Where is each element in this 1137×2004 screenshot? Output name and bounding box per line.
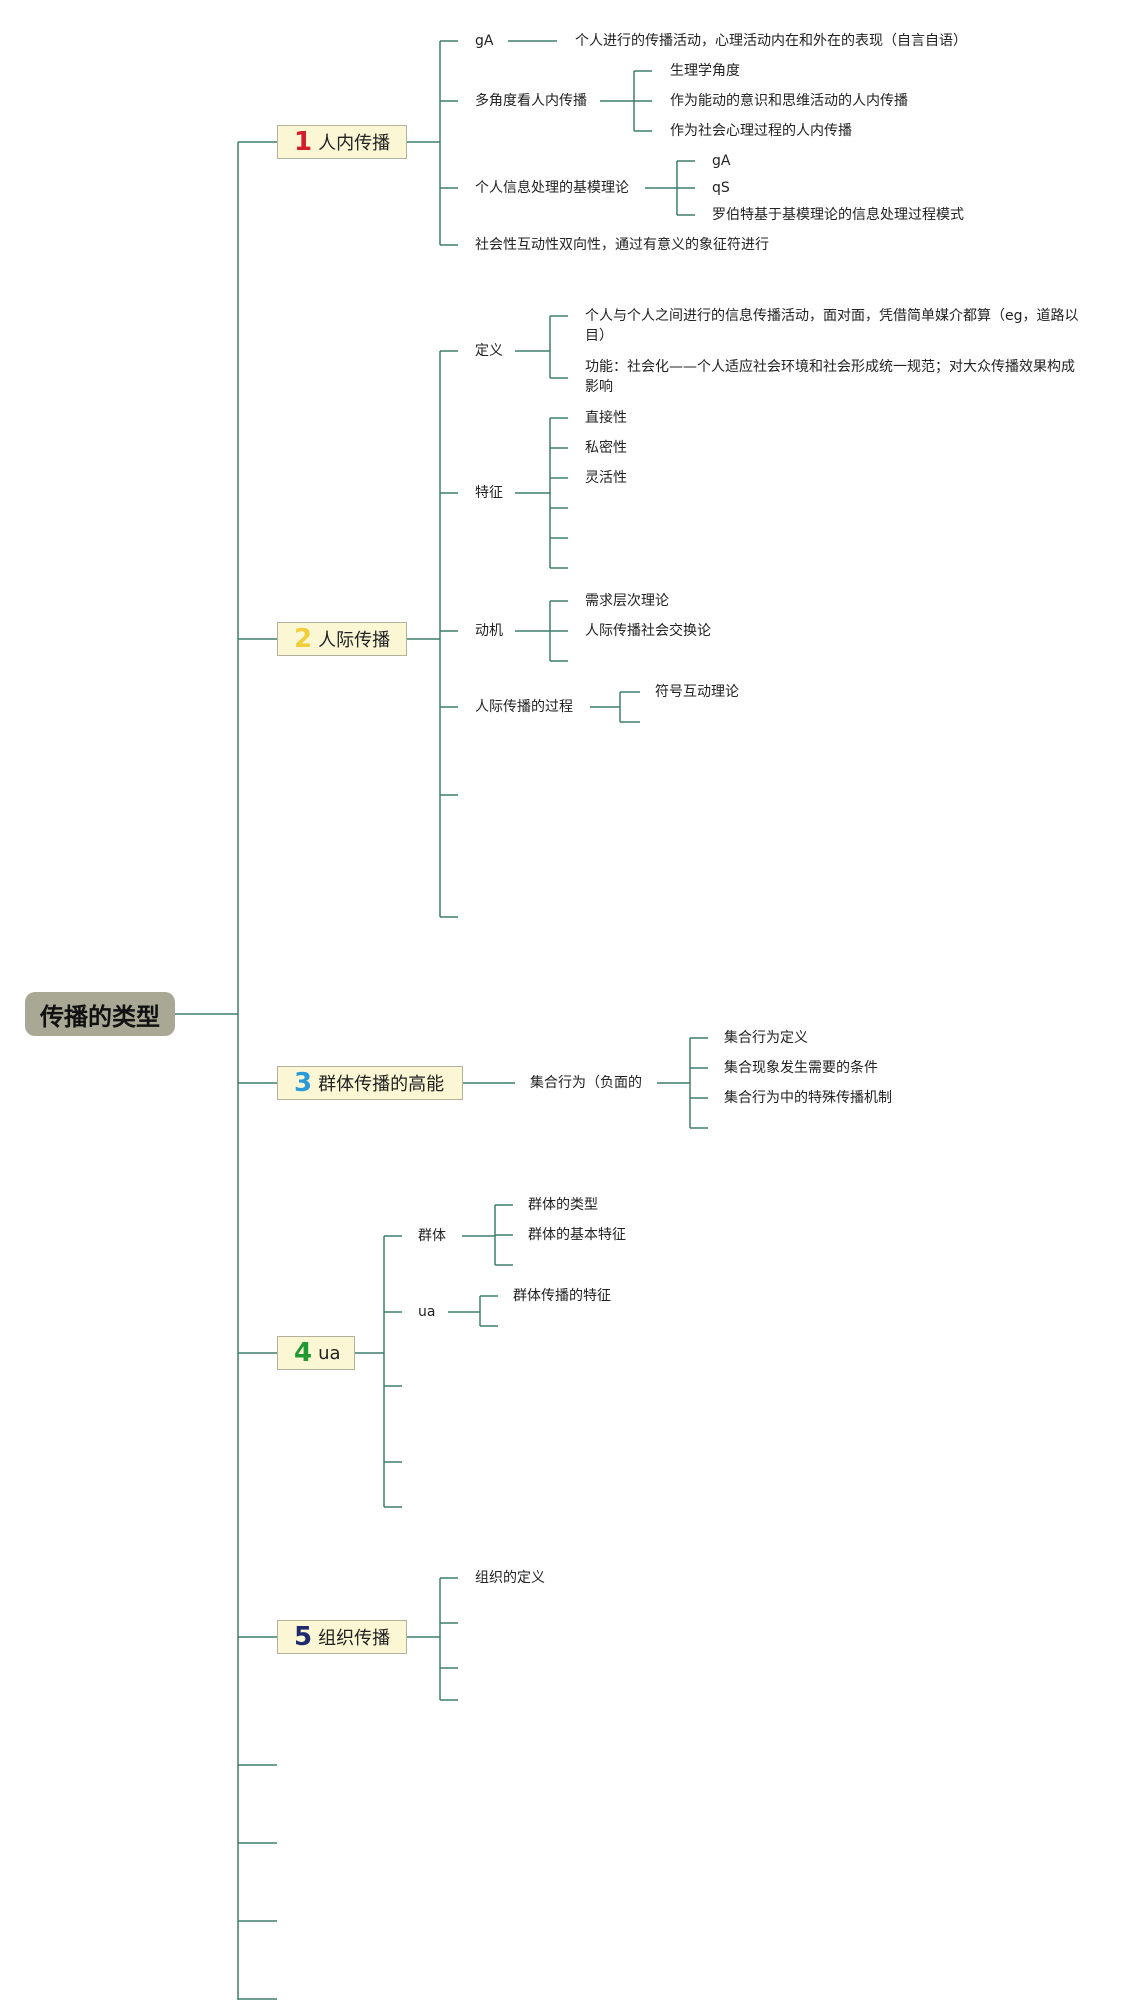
topic-number-3: 3: [294, 1068, 313, 1098]
node-1a[interactable]: gA: [475, 33, 494, 49]
node-2a[interactable]: 定义: [475, 343, 503, 359]
node-2d-item[interactable]: 符号互动理论: [655, 684, 739, 700]
topic-3[interactable]: 3 群体传播的高能: [277, 1066, 463, 1100]
node-2c[interactable]: 动机: [475, 623, 503, 639]
node-4a-item[interactable]: 群体的基本特征: [528, 1227, 626, 1243]
node-4b[interactable]: ua: [418, 1304, 436, 1320]
node-4b-item[interactable]: 群体传播的特征: [513, 1288, 611, 1304]
node-1b-item[interactable]: 生理学角度: [670, 63, 740, 79]
node-3a-item[interactable]: 集合行为定义: [724, 1030, 808, 1046]
node-2c-item[interactable]: 人际传播社会交换论: [585, 623, 711, 639]
node-1c-item[interactable]: gA: [712, 153, 731, 169]
node-2d[interactable]: 人际传播的过程: [475, 699, 573, 715]
node-3a[interactable]: 集合行为（负面的: [530, 1075, 642, 1091]
node-1c-item[interactable]: 罗伯特基于基模理论的信息处理过程模式: [712, 207, 964, 223]
topic-number-1: 1: [294, 127, 313, 157]
node-2b-item[interactable]: 直接性: [585, 410, 627, 426]
node-2a-item[interactable]: 个人与个人之间进行的信息传播活动，面对面，凭借简单媒介都算（eg，道路以目）: [585, 308, 1079, 344]
node-1d[interactable]: 社会性互动性双向性，通过有意义的象征符进行: [475, 237, 769, 253]
topic-number-4: 4: [294, 1338, 313, 1368]
node-2c-item[interactable]: 需求层次理论: [585, 593, 669, 609]
topic-5[interactable]: 5 组织传播: [277, 1620, 407, 1654]
node-2a-item[interactable]: 功能：社会化——个人适应社会环境和社会形成统一规范；对大众传播效果构成影响: [585, 359, 1075, 395]
node-2b-item[interactable]: 灵活性: [585, 470, 627, 486]
node-2b[interactable]: 特征: [475, 485, 503, 501]
node-1b-item[interactable]: 作为能动的意识和思维活动的人内传播: [670, 93, 908, 109]
topic-1[interactable]: 1 人内传播: [277, 125, 407, 159]
topic-label-1: 人内传播: [318, 133, 391, 154]
root-node[interactable]: 传播的类型: [25, 992, 175, 1036]
node-5a[interactable]: 组织的定义: [475, 1570, 545, 1586]
node-1c-item[interactable]: qS: [712, 180, 730, 196]
node-1b-item[interactable]: 作为社会心理过程的人内传播: [670, 123, 852, 139]
topic-number-2: 2: [294, 624, 313, 654]
root-label: 传播的类型: [40, 1002, 160, 1031]
node-1b[interactable]: 多角度看人内传播: [475, 93, 587, 109]
node-4a[interactable]: 群体: [418, 1228, 446, 1244]
node-3a-item[interactable]: 集合行为中的特殊传播机制: [724, 1090, 892, 1106]
topic-label-4: ua: [318, 1342, 341, 1364]
topic-label-5: 组织传播: [318, 1628, 391, 1649]
node-1c[interactable]: 个人信息处理的基模理论: [475, 180, 629, 196]
node-2b-item[interactable]: 私密性: [585, 440, 627, 456]
node-3a-item[interactable]: 集合现象发生需要的条件: [724, 1060, 878, 1076]
topic-2[interactable]: 2 人际传播: [277, 622, 407, 656]
node-1a-detail[interactable]: 个人进行的传播活动，心理活动内在和外在的表现（自言自语）: [575, 33, 967, 49]
topic-label-3: 群体传播的高能: [318, 1074, 445, 1095]
topic-label-2: 人际传播: [318, 630, 391, 651]
node-4a-item[interactable]: 群体的类型: [528, 1197, 598, 1213]
topic-4[interactable]: 4 ua: [277, 1336, 355, 1370]
topic-number-5: 5: [294, 1622, 313, 1652]
